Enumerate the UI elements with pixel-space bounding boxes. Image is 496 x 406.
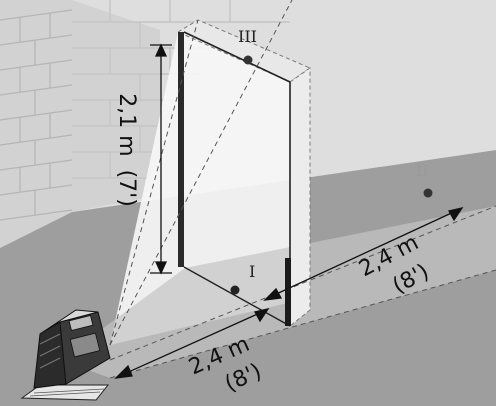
laser-beam-lines bbox=[109, 0, 496, 379]
point-III-marker bbox=[243, 55, 253, 65]
depth-dimension bbox=[263, 206, 464, 301]
wall-shadow-band bbox=[72, 0, 160, 212]
point-I-label: I bbox=[249, 262, 255, 281]
height-label: 2,1 m (7') bbox=[114, 93, 139, 207]
point-III-label: III bbox=[238, 27, 257, 46]
point-II-marker bbox=[423, 188, 433, 198]
laser-device-icon bbox=[20, 309, 111, 401]
width-dimension bbox=[114, 307, 270, 379]
height-dimension bbox=[150, 43, 172, 275]
left-wall-bricks bbox=[0, 9, 73, 221]
door-frame bbox=[176, 19, 312, 328]
point-II-label: II bbox=[416, 161, 429, 180]
left-brick-wall bbox=[0, 0, 72, 248]
point-I-marker bbox=[230, 285, 240, 295]
